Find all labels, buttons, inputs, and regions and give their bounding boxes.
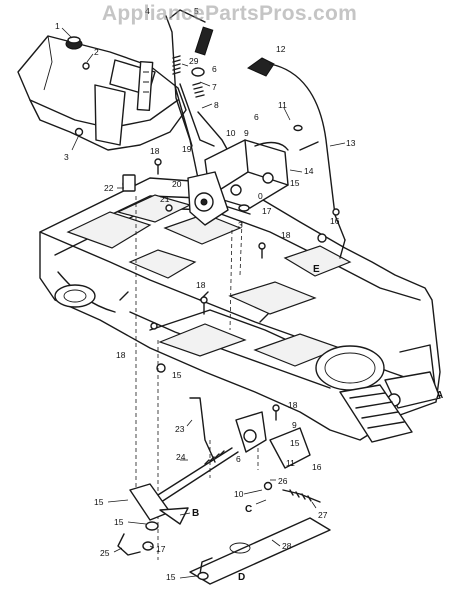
label-a: A — [436, 390, 443, 401]
callout-28: 28 — [282, 541, 292, 551]
callout-11b: 11 — [286, 458, 295, 468]
callout-15: 15 — [290, 178, 300, 188]
callout-15d: 15 — [114, 517, 124, 527]
callout-9b: 9 — [292, 420, 297, 430]
callout-22: 22 — [104, 183, 114, 193]
callout-13: 13 — [346, 138, 356, 148]
callout-14: 14 — [304, 166, 314, 176]
callout-17: 17 — [262, 206, 272, 216]
callout-4: 4 — [145, 6, 150, 16]
callout-29: 29 — [189, 56, 199, 66]
callout-15b: 15 — [290, 438, 300, 448]
callout-18b: 18 — [281, 230, 291, 240]
callout-20: 20 — [172, 179, 182, 189]
callout-19: 19 — [182, 144, 192, 154]
callout-18e: 18 — [288, 400, 298, 410]
callout-15a: 15 — [172, 370, 182, 380]
callout-3b: 3 — [238, 220, 243, 230]
guide-lines — [135, 196, 259, 560]
callout-18d: 18 — [116, 350, 126, 360]
callout-26: 26 — [278, 476, 288, 486]
callout-12: 12 — [276, 44, 286, 54]
callout-labels: 1 2 3 4 5 6 7 8 29 12 11 6 13 10 9 19 14… — [55, 6, 443, 583]
dash-panel — [17, 35, 187, 151]
callout-16a: 16 — [330, 216, 340, 226]
callout-6b: 6 — [254, 112, 259, 122]
callout-5: 5 — [194, 6, 199, 16]
label-b: B — [192, 508, 199, 519]
callout-24: 24 — [176, 452, 186, 462]
callout-2: 2 — [94, 47, 99, 57]
label-c: C — [245, 504, 252, 515]
lift-knob-rod — [246, 57, 346, 259]
hardware — [122, 158, 280, 421]
label-d: D — [238, 572, 245, 583]
lift-bracket — [187, 139, 289, 226]
callout-11: 11 — [278, 100, 287, 110]
callout-6c: 6 — [236, 454, 241, 464]
callout-21: 21 — [160, 194, 170, 204]
label-e: E — [313, 264, 320, 275]
callout-23: 23 — [175, 424, 185, 434]
callout-27: 27 — [318, 510, 328, 520]
callout-17b: 17 — [156, 544, 166, 554]
callout-18a: 18 — [150, 146, 160, 156]
callout-16b: 16 — [312, 462, 322, 472]
callout-8: 8 — [214, 100, 219, 110]
callout-15c: 15 — [94, 497, 104, 507]
callout-3: 3 — [64, 152, 69, 162]
lower-linkage — [117, 397, 331, 585]
callout-9: 9 — [244, 128, 249, 138]
callout-15e: 15 — [166, 572, 176, 582]
callout-25: 25 — [100, 548, 110, 558]
callout-18c: 18 — [196, 280, 206, 290]
callout-6: 6 — [212, 64, 217, 74]
callout-10: 10 — [226, 128, 236, 138]
throttle-assembly — [165, 9, 233, 189]
callout-10b: 10 — [234, 489, 244, 499]
callout-7: 7 — [212, 82, 217, 92]
watermark: AppliancePartsPros.com — [101, 2, 358, 25]
main-frame — [39, 177, 441, 443]
callout-1: 1 — [55, 21, 60, 31]
callout-0: 0 — [258, 191, 263, 201]
